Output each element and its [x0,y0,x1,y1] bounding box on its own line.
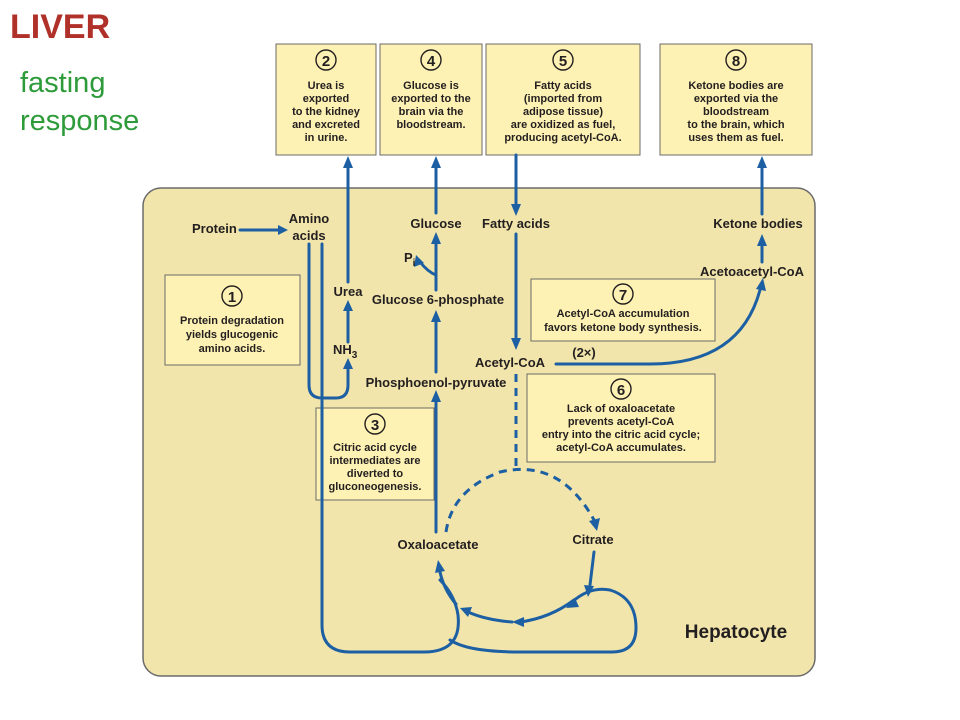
label-acetyl-coa: Acetyl-CoA [475,355,546,370]
step-8-text: Ketone bodies are exported via the blood… [687,80,784,144]
step-1-number: 1 [221,285,243,307]
label-fatty-acids: Fatty acids [482,216,550,231]
svg-text:Fatty acids: Fatty acids [534,80,591,92]
svg-text:intermediates are: intermediates are [329,455,420,467]
svg-text:exported: exported [303,93,349,105]
label-ketone-bodies: Ketone bodies [713,216,803,231]
svg-text:7: 7 [619,287,627,304]
step-2-number: 2 [315,49,337,71]
step-1-box [164,274,301,366]
label-protein: Protein [192,221,237,236]
svg-text:exported to the: exported to the [391,93,470,105]
label-2x: (2×) [572,345,595,360]
cell-label: Hepatocyte [685,622,787,643]
svg-text:in urine.: in urine. [305,132,348,144]
step-7-number: 7 [612,283,634,305]
page-title: LIVER [10,8,111,46]
svg-text:Ketone bodies are: Ketone bodies are [688,80,783,92]
step-6-number: 6 [610,378,632,400]
step-4-text: Glucose is exported to the brain via the… [391,80,470,131]
label-amino-acids-1: Amino [289,211,330,226]
svg-text:Glucose is: Glucose is [403,80,459,92]
svg-text:2: 2 [322,53,330,70]
svg-text:4: 4 [427,53,436,70]
svg-text:Citric acid cycle: Citric acid cycle [333,442,417,454]
step-6-box [526,373,716,463]
svg-text:8: 8 [732,53,740,70]
pathway-arrows [238,153,767,654]
label-glucose-6-phosphate: Glucose 6-phosphate [372,292,504,307]
svg-text:Acetyl-CoA accumulation: Acetyl-CoA accumulation [557,308,690,320]
svg-text:entry into the citric acid cyc: entry into the citric acid cycle; [542,429,700,441]
step-3-text: Citric acid cycle intermediates are dive… [329,442,422,493]
step-1-text: Protein degradation yields glucogenic am… [180,315,284,355]
svg-text:producing acetyl-CoA.: producing acetyl-CoA. [504,132,621,144]
svg-text:6: 6 [617,382,625,399]
svg-text:exported via the: exported via the [694,93,778,105]
step-8-number: 8 [725,49,747,71]
svg-text:diverted to: diverted to [347,468,404,480]
label-amino-acids-2: acids [292,228,325,243]
label-acetoacetyl-coa: Acetoacetyl-CoA [700,264,805,279]
page-subtitle: fasting response [20,67,140,137]
step-5-box [485,43,641,156]
step-6-text: Lack of oxaloacetate prevents acetyl-CoA… [542,403,700,454]
metabolite-labels: Protein Amino acids Urea NH3 Glucose Pi … [192,211,805,552]
step-2-box [275,43,377,156]
label-pi: Pi [404,250,416,269]
step-5-text: Fatty acids (imported from adipose tissu… [504,80,621,144]
svg-text:1: 1 [228,289,236,306]
step-4-number: 4 [420,49,442,71]
label-phosphoenol-pyruvate: Phosphoenol-pyruvate [366,375,507,390]
svg-text:amino acids.: amino acids. [199,343,266,355]
step-5-number: 5 [552,49,574,71]
label-citrate: Citrate [572,532,613,547]
svg-text:Protein degradation: Protein degradation [180,315,284,327]
svg-text:and excreted: and excreted [292,119,360,131]
svg-text:Urea is: Urea is [308,80,345,92]
svg-text:(imported from: (imported from [524,93,602,105]
svg-text:acetyl-CoA accumulates.: acetyl-CoA accumulates. [556,442,686,454]
svg-text:bloodstream: bloodstream [703,106,769,118]
step-7-text: Acetyl-CoA accumulation favors ketone bo… [544,308,702,334]
svg-text:are oxidized as fuel,: are oxidized as fuel, [511,119,616,131]
step-2-text: Urea is exported to the kidney and excre… [292,80,361,144]
svg-text:gluconeogenesis.: gluconeogenesis. [329,481,422,493]
svg-text:favors ketone body synthesis.: favors ketone body synthesis. [544,322,702,334]
svg-text:Lack of oxaloacetate: Lack of oxaloacetate [567,403,675,415]
label-nh3: NH3 [333,342,358,361]
step-4-box [379,43,483,156]
label-glucose: Glucose [410,216,461,231]
step-3-box [315,407,435,501]
svg-text:5: 5 [559,53,567,70]
step-3-number: 3 [364,413,386,435]
step-8-box [659,43,813,156]
label-urea: Urea [334,284,364,299]
svg-text:to the brain, which: to the brain, which [687,119,784,131]
label-oxaloacetate: Oxaloacetate [398,537,479,552]
svg-text:bloodstream.: bloodstream. [396,119,465,131]
step-7-box [530,278,716,342]
svg-text:brain via the: brain via the [399,106,464,118]
svg-text:to the kidney: to the kidney [292,106,361,118]
svg-text:yields glucogenic: yields glucogenic [186,329,278,341]
svg-text:adipose tissue): adipose tissue) [523,106,603,118]
svg-text:3: 3 [371,417,379,434]
svg-text:prevents acetyl-CoA: prevents acetyl-CoA [568,416,674,428]
svg-text:uses them as fuel.: uses them as fuel. [688,132,783,144]
